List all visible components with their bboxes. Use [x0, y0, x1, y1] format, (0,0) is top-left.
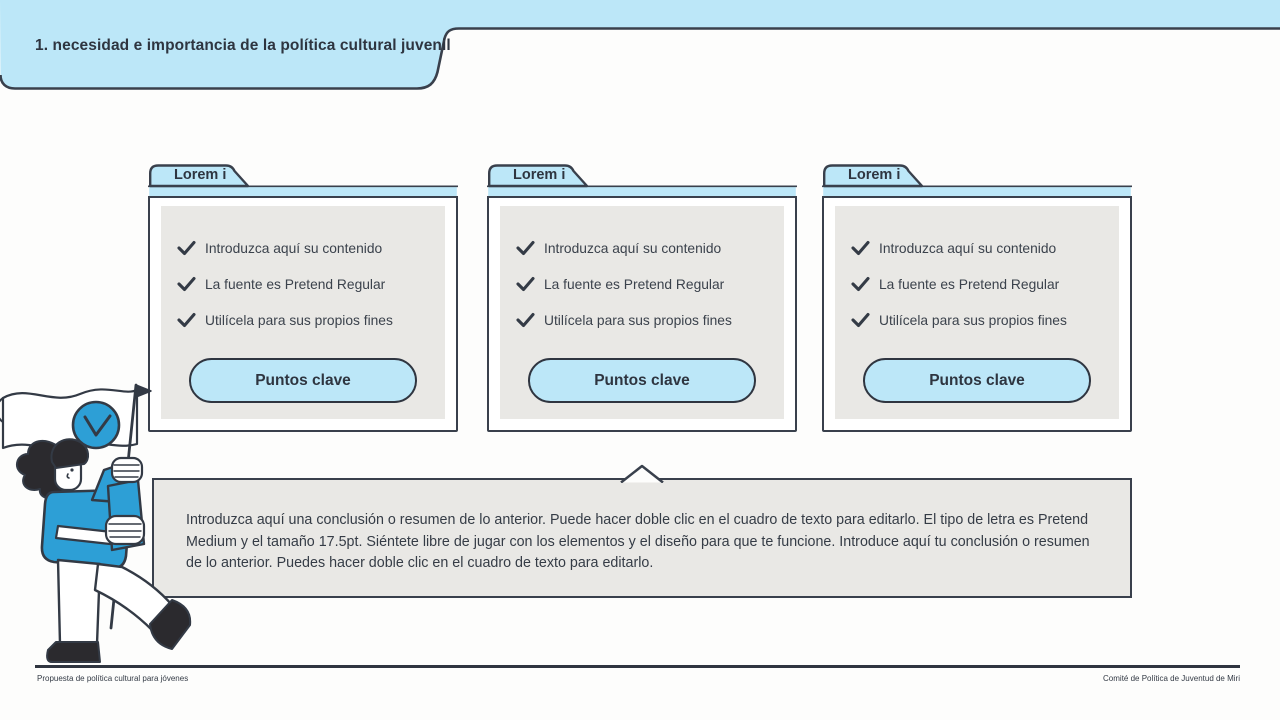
list-item: La fuente es Pretend Regular	[177, 274, 445, 294]
list-item: Utilícela para sus propios fines	[516, 310, 784, 330]
card-panel: Introduzca aquí su contenido La fuente e…	[161, 206, 445, 419]
card-tab-label: Lorem i	[174, 167, 227, 183]
puntos-clave-button[interactable]: Puntos clave	[189, 358, 417, 403]
clock-icon	[71, 400, 121, 450]
card-tab-label: Lorem i	[848, 167, 901, 183]
footer-right-text: Comité de Política de Juventud de Miri	[1103, 674, 1240, 683]
list-item-text: La fuente es Pretend Regular	[205, 276, 386, 292]
conclusion-text: Introduzca aquí una conclusión o resumen…	[186, 512, 1090, 571]
list-item-text: La fuente es Pretend Regular	[544, 276, 725, 292]
list-item: Introduzca aquí su contenido	[177, 238, 445, 258]
speech-notch	[620, 464, 664, 483]
header-banner-shape	[0, 0, 1280, 90]
card-body: Introduzca aquí su contenido La fuente e…	[487, 196, 797, 432]
list-item-text: Utilícela para sus propios fines	[544, 312, 732, 328]
list-item-text: Introduzca aquí su contenido	[879, 240, 1057, 256]
check-icon	[516, 240, 535, 256]
header-banner: 1. necesidad e importancia de la polític…	[0, 0, 1280, 95]
check-icon	[177, 276, 196, 292]
puntos-clave-button[interactable]: Puntos clave	[863, 358, 1091, 403]
list-item-text: Utilícela para sus propios fines	[879, 312, 1067, 328]
list-item: Introduzca aquí su contenido	[851, 238, 1119, 258]
folder-tab-shape	[148, 164, 458, 196]
footer-divider	[35, 665, 1240, 668]
footer-left-text: Propuesta de política cultural para jóve…	[37, 674, 189, 683]
check-list: Introduzca aquí su contenido La fuente e…	[161, 238, 445, 346]
folder-tab-shape	[487, 164, 797, 196]
list-item: La fuente es Pretend Regular	[851, 274, 1119, 294]
card-body: Introduzca aquí su contenido La fuente e…	[822, 196, 1132, 432]
person-flag-illustration	[0, 383, 192, 663]
check-list: Introduzca aquí su contenido La fuente e…	[835, 238, 1119, 346]
card-panel: Introduzca aquí su contenido La fuente e…	[835, 206, 1119, 419]
check-icon	[851, 312, 870, 328]
check-icon	[177, 312, 196, 328]
folder-card-1: Lorem i Introduzca aquí su contenido La …	[148, 163, 458, 432]
folder-card-3: Lorem i Introduzca aquí su contenido La …	[822, 163, 1132, 432]
check-icon	[851, 276, 870, 292]
card-body: Introduzca aquí su contenido La fuente e…	[148, 196, 458, 432]
check-icon	[851, 240, 870, 256]
list-item: Utilícela para sus propios fines	[851, 310, 1119, 330]
list-item-text: Utilícela para sus propios fines	[205, 312, 393, 328]
list-item-text: Introduzca aquí su contenido	[205, 240, 383, 256]
list-item: Introduzca aquí su contenido	[516, 238, 784, 258]
puntos-clave-button[interactable]: Puntos clave	[528, 358, 756, 403]
conclusion-box[interactable]: Introduzca aquí una conclusión o resumen…	[152, 464, 1132, 598]
check-icon	[516, 312, 535, 328]
folder-card-2: Lorem i Introduzca aquí su contenido La …	[487, 163, 797, 432]
check-icon	[516, 276, 535, 292]
list-item: La fuente es Pretend Regular	[516, 274, 784, 294]
card-tab-label: Lorem i	[513, 167, 566, 183]
check-list: Introduzca aquí su contenido La fuente e…	[500, 238, 784, 346]
page-title: 1. necesidad e importancia de la polític…	[35, 37, 451, 54]
list-item-text: La fuente es Pretend Regular	[879, 276, 1060, 292]
list-item: Utilícela para sus propios fines	[177, 310, 445, 330]
check-icon	[177, 240, 196, 256]
card-panel: Introduzca aquí su contenido La fuente e…	[500, 206, 784, 419]
folder-tab-shape	[822, 164, 1132, 196]
list-item-text: Introduzca aquí su contenido	[544, 240, 722, 256]
